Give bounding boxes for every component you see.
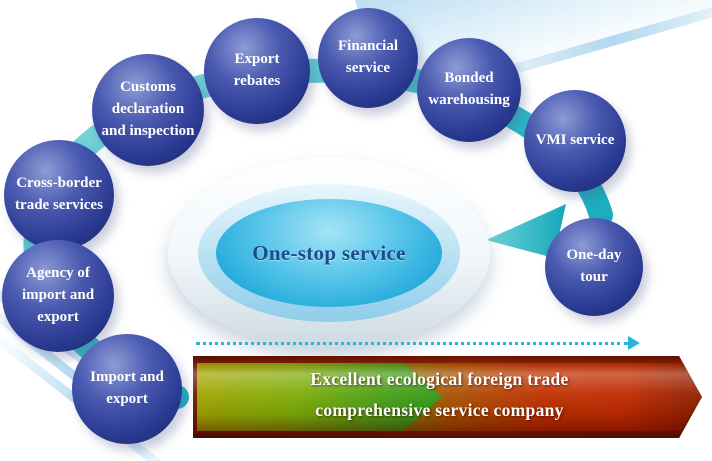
dotted-arrow-line	[196, 342, 628, 345]
banner-text: Excellent ecological foreign trade compr…	[193, 356, 702, 438]
banner: Excellent ecological foreign trade compr…	[193, 356, 702, 438]
sphere-label: Export rebates	[233, 51, 281, 89]
sphere-label: Cross-border trade services	[15, 175, 103, 213]
sphere-label: Import and export	[90, 369, 164, 407]
sphere-export-rebates: Export rebates	[204, 18, 310, 124]
banner-line-1: Excellent ecological foreign trade	[310, 369, 569, 390]
sphere-label: VMI service	[535, 132, 615, 149]
center-label: One-stop service	[252, 240, 406, 265]
sphere-cross-border-trade: Cross-border trade services	[4, 140, 114, 250]
sphere-label: One-day tour	[566, 247, 622, 285]
sphere-agency-import-export: Agency of import and export	[2, 240, 114, 352]
sphere-financial-service: Financial service	[318, 8, 418, 108]
sphere-label: Financial service	[337, 38, 398, 76]
center-ellipse-inner: One-stop service	[216, 199, 442, 307]
sphere-customs-declaration: Customs declaration and inspection	[92, 54, 204, 166]
sphere-label: Customs declaration and inspection	[101, 79, 195, 139]
sphere-one-day-tour: One-day tour	[545, 218, 643, 316]
banner-line-2: comprehensive service company	[315, 399, 564, 420]
sphere-vmi-service: VMI service	[524, 90, 626, 192]
sphere-bonded-warehousing: Bonded warehousing	[417, 38, 521, 142]
sphere-label: Agency of import and export	[21, 265, 95, 325]
sphere-label: Bonded warehousing	[428, 70, 510, 108]
swoosh-arrow-icon	[486, 204, 566, 258]
sphere-import-export: Import and export	[72, 334, 182, 444]
dotted-arrow-icon	[628, 336, 640, 350]
